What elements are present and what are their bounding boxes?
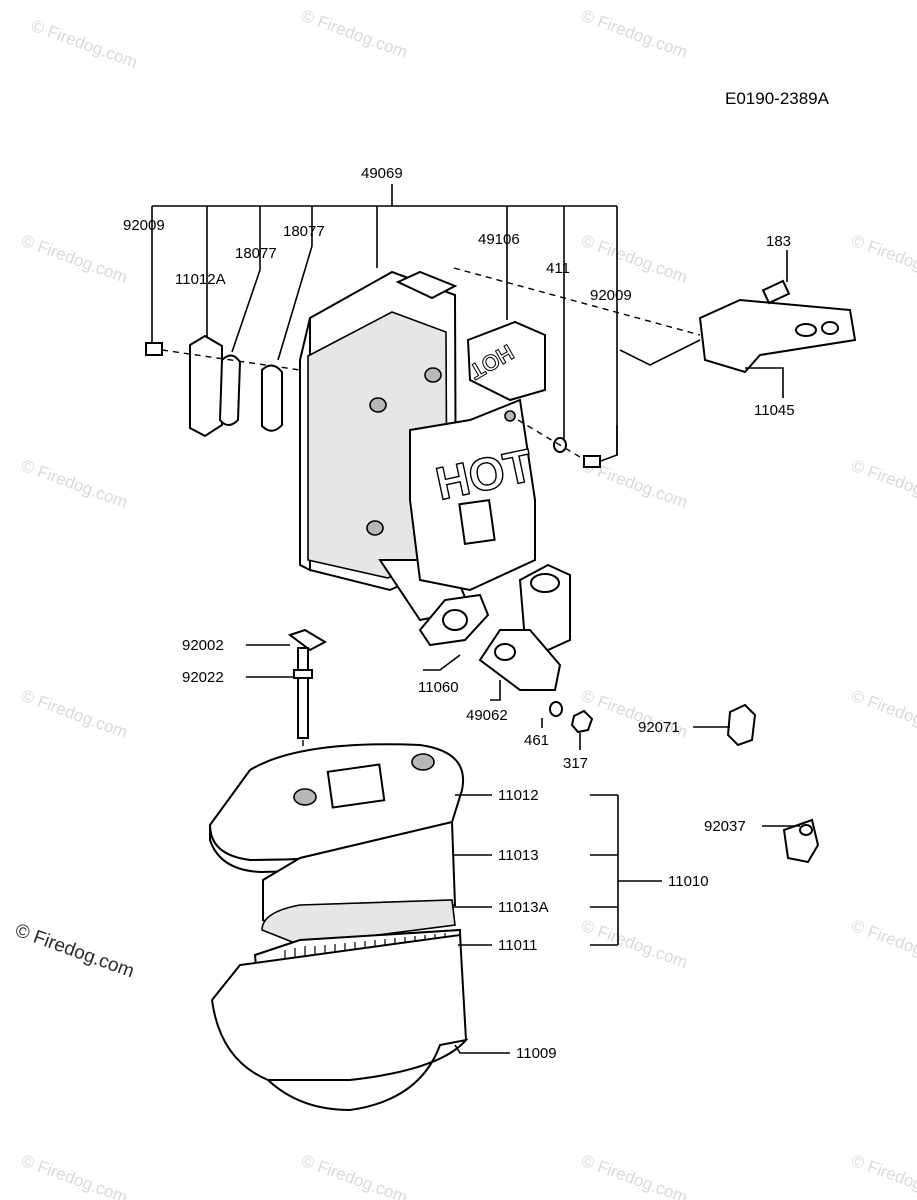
clip-92037 — [762, 818, 820, 864]
watermark: © Firedog.com — [19, 456, 130, 512]
exhaust-pipe-gaskets — [418, 563, 594, 750]
callout-183: 183 — [766, 233, 791, 250]
watermark: © Firedog.com — [579, 916, 690, 972]
diagram-code: E0190-2389A — [725, 89, 830, 108]
callout-11009: 11009 — [516, 1045, 557, 1062]
watermark: © Firedog.com — [299, 1151, 410, 1200]
callout-92071: 92071 — [638, 719, 680, 736]
callout-11060: 11060 — [418, 679, 459, 696]
callout-18077-upper: 18077 — [283, 223, 325, 240]
bracket-11045 — [453, 250, 857, 398]
callout-11012: 11012 — [498, 787, 539, 804]
watermark: © Firedog.com — [29, 16, 140, 72]
watermark: © Firedog.com — [849, 456, 917, 512]
callout-92037: 92037 — [704, 818, 746, 835]
callout-11045: 11045 — [754, 402, 795, 419]
heat-shield: HOT HOT — [409, 320, 546, 592]
callout-461: 461 — [524, 732, 549, 749]
callout-11010: 11010 — [668, 873, 709, 890]
air-cleaner — [208, 743, 469, 1112]
callout-11012A: 11012A — [175, 271, 226, 288]
callout-11011: 11011 — [498, 937, 538, 954]
fasteners-right — [517, 419, 601, 468]
leader-lines-muffler — [151, 184, 618, 463]
callout-92022: 92022 — [182, 669, 224, 686]
leader-lines-air-cleaner — [452, 794, 662, 1054]
callout-11013A: 11013A — [498, 899, 549, 916]
callout-317: 317 — [563, 755, 588, 772]
watermark: © Firedog.com — [849, 686, 917, 742]
callout-11013: 11013 — [498, 847, 539, 864]
watermark: © Firedog.com — [849, 916, 917, 972]
watermark: © Firedog.com — [849, 231, 917, 287]
callout-49069: 49069 — [361, 165, 403, 182]
watermark: © Firedog.com — [19, 231, 130, 287]
watermark: © Firedog.com — [579, 231, 690, 287]
callout-92002: 92002 — [182, 637, 224, 654]
callout-411: 411 — [546, 260, 570, 277]
watermark: © Firedog.com — [19, 1151, 130, 1200]
callout-49062: 49062 — [466, 707, 508, 724]
watermark: © Firedog.com — [299, 6, 410, 62]
watermark: © Firedog.com — [19, 686, 130, 742]
callout-49106: 49106 — [478, 231, 520, 248]
mount-stud — [246, 628, 328, 790]
callout-92009-left: 92009 — [123, 217, 165, 234]
callout-18077-lower: 18077 — [235, 245, 277, 262]
spark-arrester-parts — [145, 334, 301, 438]
watermark: © Firedog.com — [849, 1151, 917, 1200]
callout-labels: 49069 92009 18077 18077 11012A 49106 411… — [123, 165, 795, 1062]
watermark: © Firedog.com — [579, 6, 690, 62]
callout-92009-right: 92009 — [590, 287, 632, 304]
watermark-dark: © Firedog.com — [12, 920, 137, 982]
watermark: © Firedog.com — [579, 1151, 690, 1200]
grommet-92071 — [693, 703, 757, 747]
